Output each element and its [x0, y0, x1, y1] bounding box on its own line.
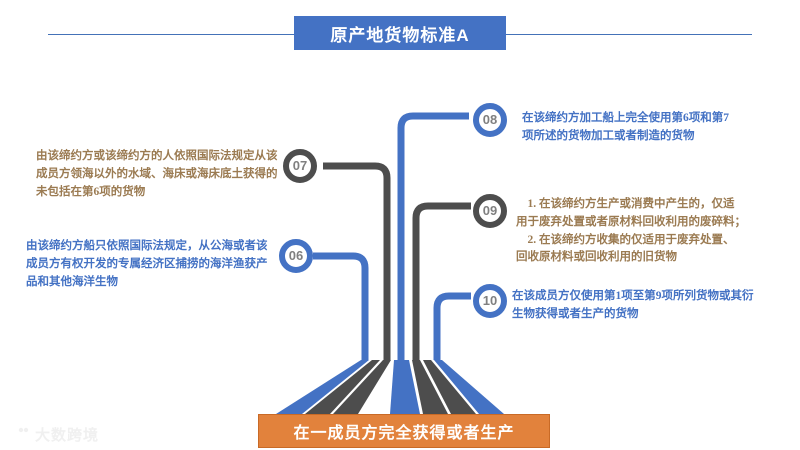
- node-description-09: 1. 在该缔约方生产或消费中产生的，仅适 用于废弃处置或者原材料回收利用的废碎料…: [516, 198, 746, 264]
- node-rings: [279, 103, 507, 318]
- node-description-10: 在该成员方仅使用第1项至第9项所列货物或其衍 生物获得或者生产的货物: [512, 290, 754, 320]
- trunk-fan: [276, 360, 504, 414]
- page-title: 原产地货物标准A: [330, 25, 470, 45]
- node-ring-07: [283, 149, 317, 183]
- watermark: 大数跨境: [8, 424, 99, 445]
- title-rule-left: [48, 34, 296, 35]
- node-description-08: 在该缔约方加工船上完全使用第6项和第7 项所述的货物加工或者制造的货物: [522, 112, 729, 142]
- node-description-06: 由该缔约方船只依照国际法规定，从公海或者该 成员方有权开发的专属经济区捕捞的海洋…: [26, 240, 268, 288]
- title-rule-right: [504, 34, 752, 35]
- node-ring-09: [473, 194, 507, 228]
- root-banner: 在一成员方完全获得或者生产: [258, 414, 550, 448]
- node-ring-10: [473, 284, 507, 318]
- node-description-07: 由该缔约方或该缔约方的人依照国际法规定从该 成员方领海以外的水域、海床或海床底土…: [36, 150, 278, 198]
- node-ring-08: [473, 103, 507, 137]
- node-ring-06: [279, 239, 313, 273]
- logo-icon: [9, 427, 29, 442]
- title-bar: 原产地货物标准A: [0, 16, 800, 52]
- trunk-stems: [313, 112, 471, 360]
- root-banner-label: 在一成员方完全获得或者生产: [293, 425, 515, 442]
- watermark-label: 大数跨境: [35, 427, 100, 444]
- title-banner: 原产地货物标准A: [294, 16, 506, 50]
